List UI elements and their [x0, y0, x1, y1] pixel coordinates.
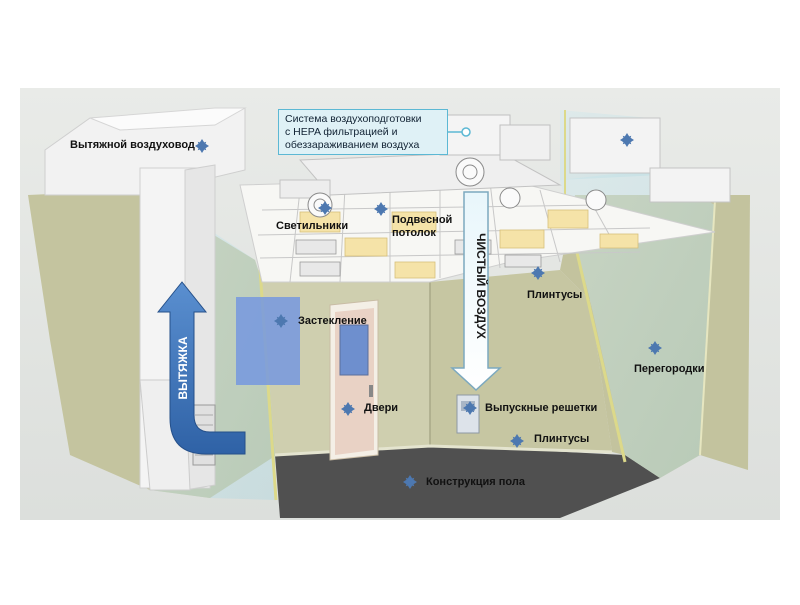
air-handling-units [279, 114, 731, 218]
partition-post [699, 199, 716, 456]
marker-lights-2 [320, 203, 330, 213]
label-exhaust-duct: Вытяжной воздуховод [70, 139, 195, 151]
label-suspended-ceiling: Подвесной потолок [392, 214, 452, 240]
exhaust-arrow-label: ВЫТЯЖКА [176, 336, 190, 400]
callout-line-2: с HEPA фильтрацией и [285, 126, 398, 138]
exhaust-arrow [156, 281, 246, 455]
clean-air-arrow-label: ЧИСТЫЙ ВОЗДУХ [474, 233, 488, 339]
marker-doors-2 [343, 404, 353, 414]
label-plinths-upper: Плинтусы [527, 289, 583, 301]
clean-air-arrow [450, 191, 502, 392]
glazing-panel [236, 297, 300, 385]
marker-exhaust-duct-2 [197, 141, 207, 151]
callout-line-1: Система воздухоподготовки [285, 113, 422, 125]
door [329, 299, 379, 461]
label-partitions: Перегородки [634, 363, 705, 375]
ceiling-lights [299, 209, 639, 279]
label-outlet-grilles: Выпускные решетки [485, 402, 598, 414]
label-ceiling-line-1: Подвесной [392, 214, 453, 226]
marker-grilles-2 [465, 403, 475, 413]
marker-plinths-lower-2 [512, 436, 522, 446]
callout-connector-dot [461, 127, 471, 137]
marker-floor-2 [405, 477, 415, 487]
marker-ceiling-2 [376, 204, 386, 214]
label-lights: Светильники [276, 220, 349, 232]
markers [195, 133, 662, 489]
marker-ahu-2 [622, 135, 632, 145]
air-handling-system-callout: Система воздухоподготовки с HEPA фильтра… [278, 109, 448, 155]
marker-plinths-upper-2 [533, 268, 543, 278]
label-glazing: Застекление [298, 315, 367, 327]
callout-line-3: обеззараживанием воздуха [285, 139, 420, 151]
outlet-grille [456, 394, 480, 434]
label-plinths-lower: Плинтусы [534, 433, 590, 445]
label-ceiling-line-2: потолок [392, 227, 436, 239]
plinth-line [274, 444, 613, 457]
label-floor-construction: Конструкция пола [426, 476, 525, 488]
label-doors: Двери [364, 402, 399, 414]
marker-glazing-2 [276, 316, 286, 326]
marker-partitions-2 [650, 343, 660, 353]
floor [275, 445, 660, 518]
